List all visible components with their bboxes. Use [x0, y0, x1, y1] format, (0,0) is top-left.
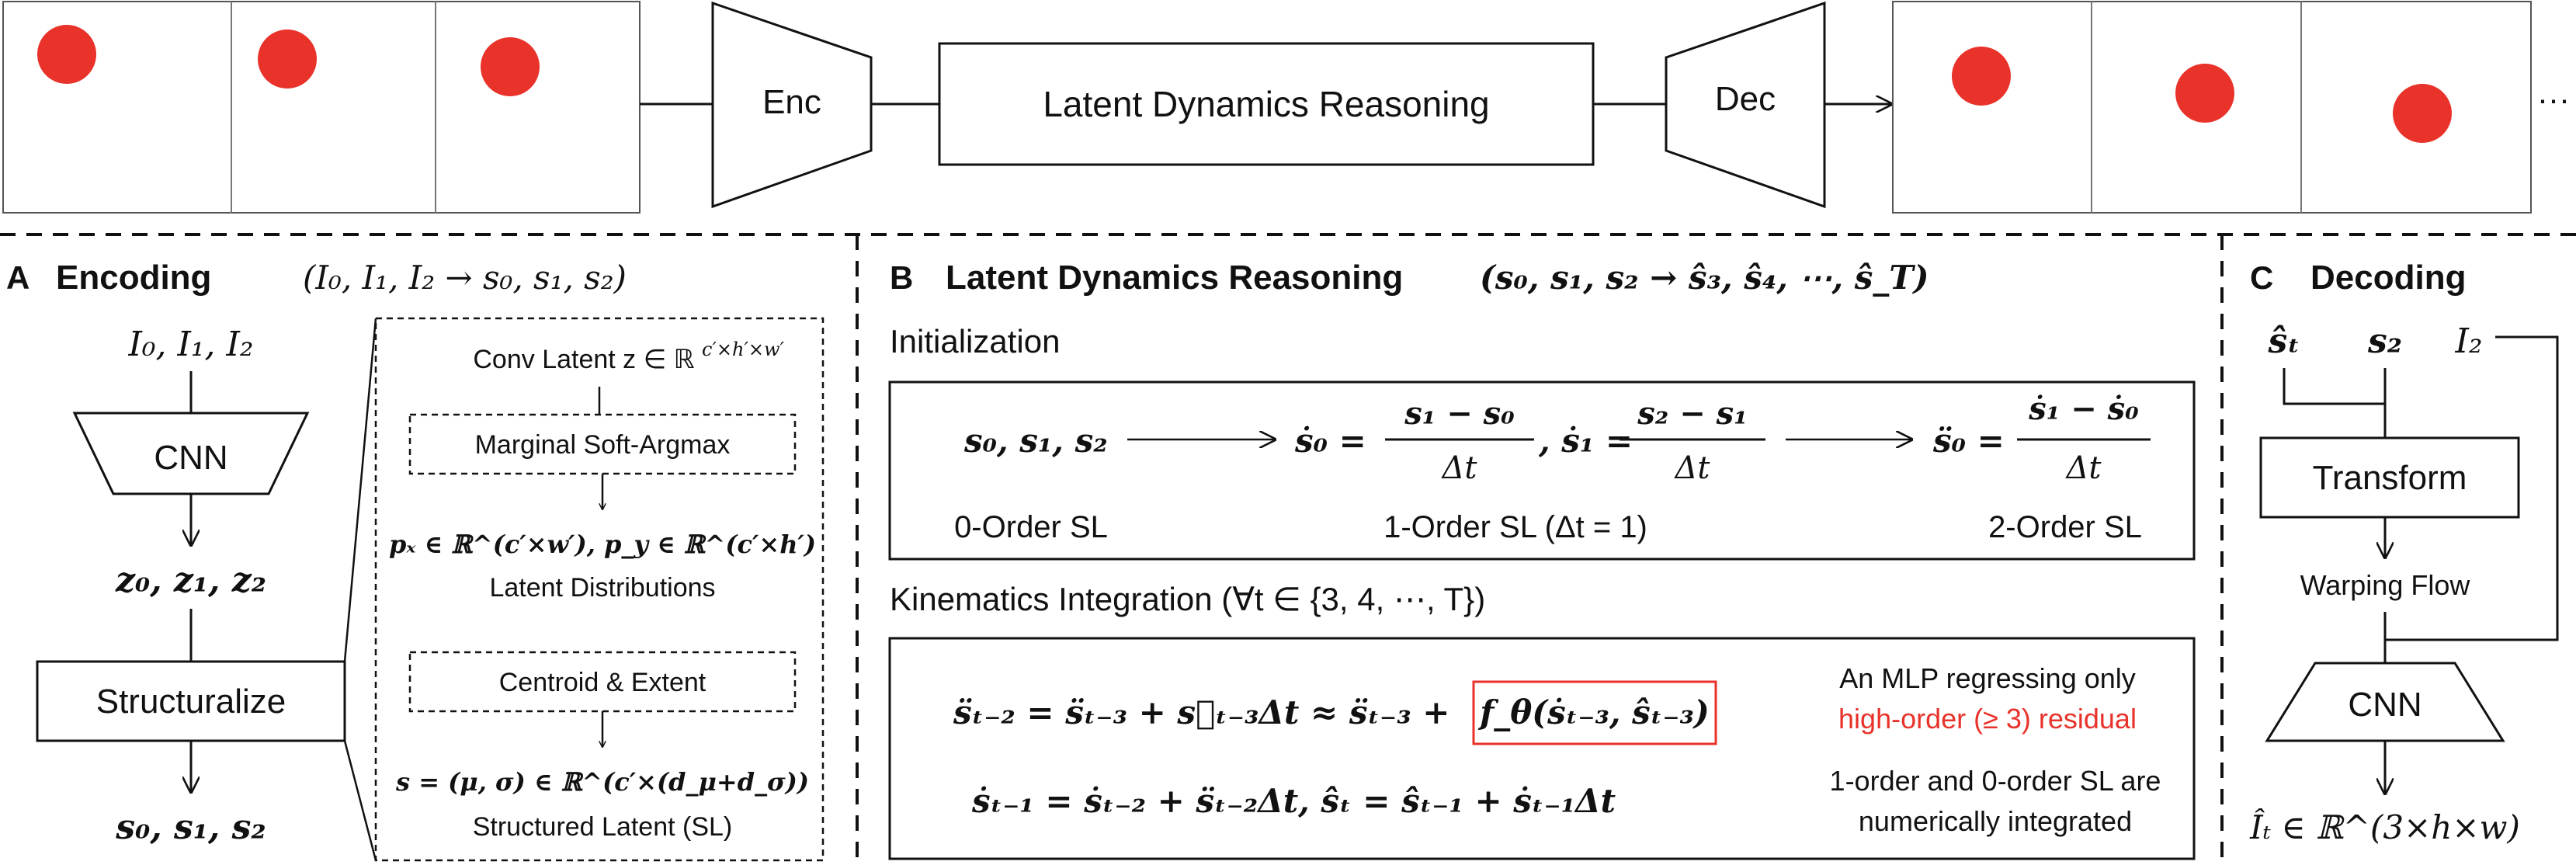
ball-pred-2	[2393, 84, 2452, 143]
ellipsis: ···	[2537, 81, 2570, 117]
section-a: A Encoding (I₀, I₁, I₂ → s₀, s₁, s₂) I₀,…	[6, 259, 825, 862]
b-ds0-numerator: s₁ − s₀	[1404, 395, 1515, 432]
a-s-output: s₀, s₁, s₂	[115, 808, 266, 847]
a-structuralize-label: Structuralize	[96, 683, 286, 721]
b-ds1-lhs: , ṡ₁ =	[1538, 422, 1633, 460]
b-mlp-line1: An MLP regressing only	[1839, 662, 2136, 694]
a-cnn-shape	[72, 412, 310, 495]
c-input-s-hat: ŝₜ	[2267, 321, 2300, 361]
a-input-frames: I₀, I₁, I₂	[127, 325, 253, 364]
c-input-s2: s₂	[2367, 321, 2402, 361]
ball-frame-1	[258, 30, 317, 89]
ball-frame-2	[481, 37, 540, 96]
b-dds0-lhs: s̈₀ =	[1932, 422, 2005, 460]
decoder-block: Dec	[1665, 1, 1826, 209]
c-input-i2: I₂	[2454, 321, 2482, 361]
input-frames	[2, 1, 641, 214]
b-mlp-line2: high-order (≥ 3) residual	[1838, 703, 2137, 735]
b-residual-highlight	[1472, 680, 1717, 745]
c-cnn-shape	[2265, 662, 2505, 742]
a-soft-argmax-box	[408, 413, 797, 475]
a-conv-latent-sup: c′×h′×w′	[702, 339, 785, 360]
section-c-letter: C	[2250, 259, 2273, 296]
section-b-letter: B	[890, 259, 913, 296]
b-ds0-lhs: ṡ₀ =	[1294, 422, 1366, 460]
b-ds1-denominator: Δt	[1674, 450, 1711, 486]
latent-reasoning-block: Latent Dynamics Reasoning	[938, 42, 1595, 166]
a-soft-argmax-label: Marginal Soft-Argmax	[475, 430, 731, 460]
dec-label: Dec	[1715, 80, 1776, 118]
b-eq1-lhs: s̈ₜ₋₂ = s̈ₜ₋₃ + s⃛ₜ₋₃Δt ≈ s̈ₜ₋₃ +	[953, 693, 1449, 731]
section-a-letter: A	[6, 259, 30, 296]
section-c: C Decoding ŝₜ s₂ I₂ Transform Warping Fl…	[2249, 259, 2559, 846]
a-p-distributions: pₓ ∈ ℝ^(c′×w′), p_y ∈ ℝ^(c′×h′)	[389, 530, 816, 559]
section-a-formula: (I₀, I₁, I₂ → s₀, s₁, s₂)	[303, 259, 627, 297]
b-dds0-denominator: Δt	[2065, 450, 2102, 486]
c-transform-label: Transform	[2313, 459, 2467, 497]
a-z-latents: z₀, z₁, z₂	[115, 561, 266, 600]
b-kinematics-label: Kinematics Integration (∀t ∈ {3, 4, ⋯, T…	[890, 581, 1485, 617]
a-s-structured: s = (μ, σ) ∈ ℝ^(c′×(d_μ+d_σ))	[395, 767, 809, 797]
c-transform-box	[2259, 436, 2520, 519]
section-b-formula: (s₀, s₁, s₂ → ŝ₃, ŝ₄, ⋯, ŝ_T)	[1480, 259, 1929, 297]
a-structured-latent: Structured Latent (SL)	[473, 812, 733, 842]
latent-reasoning-label: Latent Dynamics Reasoning	[1043, 84, 1489, 124]
b-order0: 0-Order SL	[954, 510, 1108, 544]
b-dds0-numerator: ṡ₁ − ṡ₀	[2028, 391, 2139, 427]
b-kinematics-box	[888, 637, 2196, 860]
b-initialization-box	[888, 380, 2196, 561]
c-warping-flow: Warping Flow	[2300, 569, 2471, 601]
enc-label: Enc	[762, 83, 821, 121]
b-eq2: ṡₜ₋₁ = ṡₜ₋₂ + s̈ₜ₋₂Δt, ŝₜ = ŝₜ₋₁ + ṡₜ₋₁Δ…	[971, 782, 1616, 820]
section-b-title: Latent Dynamics Reasoning	[946, 259, 1403, 297]
b-initialization-label: Initialization	[890, 323, 1060, 360]
ball-pred-1	[2175, 64, 2234, 123]
c-output: Îₜ ∈ ℝ^(3×h×w)	[2249, 808, 2520, 846]
b-order2: 2-Order SL	[1988, 510, 2142, 544]
b-eq1-residual: f_θ(ṡₜ₋₃, ŝₜ₋₃)	[1477, 693, 1710, 731]
b-ds1-numerator: s₂ − s₁	[1637, 395, 1747, 432]
a-latent-distributions: Latent Distributions	[489, 573, 715, 603]
b-integ-line1: 1-order and 0-order SL are	[1830, 765, 2161, 797]
ball-pred-0	[1952, 47, 2011, 106]
a-structuralize-box	[36, 660, 346, 742]
section-c-title: Decoding	[2310, 259, 2466, 297]
a-detail-panel	[374, 317, 825, 862]
section-b: B Latent Dynamics Reasoning (s₀, s₁, s₂ …	[888, 259, 2196, 860]
section-a-title: Encoding	[56, 259, 211, 297]
b-ds0-denominator: Δt	[1441, 450, 1478, 486]
a-conv-latent: Conv Latent z ∈ ℝ	[473, 345, 694, 374]
b-integ-line2: numerically integrated	[1859, 805, 2132, 837]
a-cnn-label: CNN	[154, 439, 227, 477]
output-frames	[1892, 1, 2532, 214]
ball-frame-0	[37, 25, 96, 84]
b-order1: 1-Order SL (Δt = 1)	[1383, 510, 1647, 544]
b-init-s: s₀, s₁, s₂	[963, 422, 1108, 460]
encoder-block: Enc	[711, 1, 873, 209]
c-cnn-label: CNN	[2348, 686, 2422, 724]
a-centroid-label: Centroid & Extent	[499, 668, 706, 697]
